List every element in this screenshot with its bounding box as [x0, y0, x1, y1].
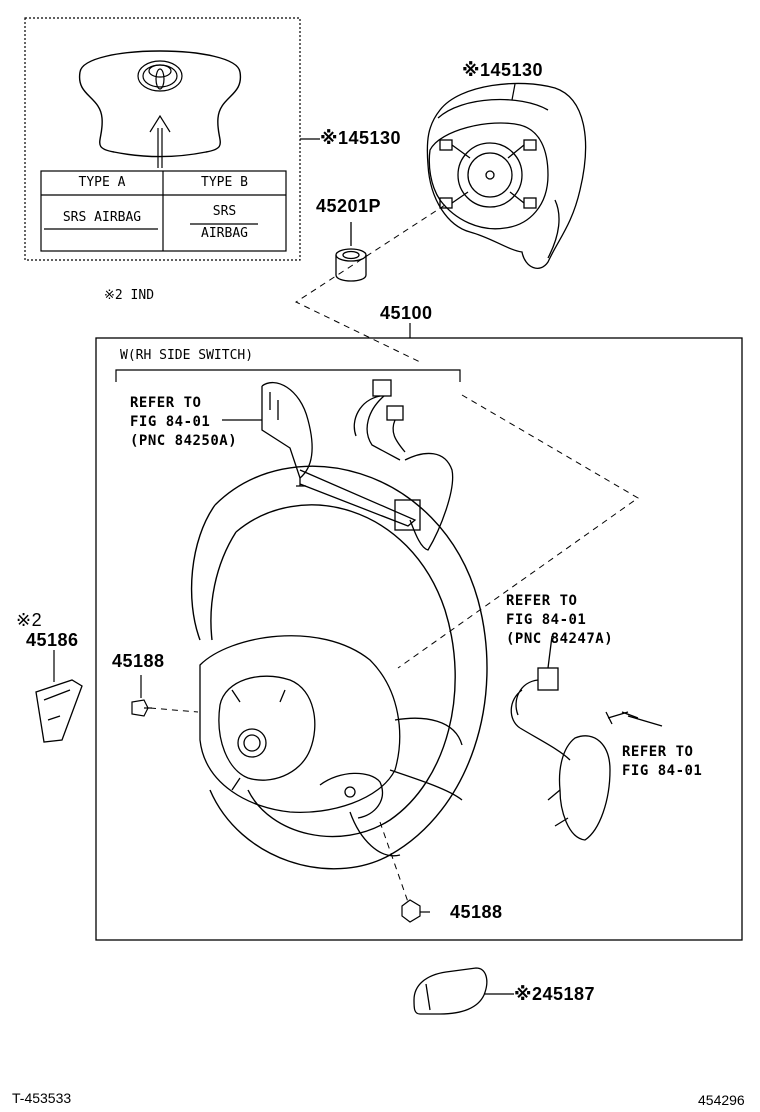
rh-side-switch-drawing — [261, 379, 454, 551]
refer-note-2-line1: REFER TO — [506, 593, 578, 609]
label-cover-left: 45186 — [26, 630, 79, 650]
screw-45188-bottom-drawing — [401, 899, 430, 923]
up-arrow-icon — [149, 114, 171, 168]
screw-45188-left-drawing — [131, 699, 152, 717]
label-wheel: 45100 — [380, 303, 433, 323]
label-cover-bottom: ※245187 — [514, 984, 596, 1004]
label-airbag-part: ※145130 — [462, 60, 544, 80]
cover-45186-drawing — [35, 679, 83, 743]
toyota-logo-icon — [137, 60, 183, 92]
rh-side-switch-bracket — [115, 369, 461, 382]
label-note-ind: ※2 IND — [104, 288, 155, 303]
label-screw-left: 45188 — [112, 651, 165, 671]
label-rh-side-switch: W(RH SIDE SWITCH) — [120, 348, 254, 363]
refer-note-1-line3: (PNC 84250A) — [130, 433, 238, 449]
refer-note-3-line1: REFER TO — [622, 744, 694, 760]
steering-wheel-assembly-box — [95, 337, 743, 941]
refer-note-3-line2: FIG 84-01 — [622, 763, 703, 779]
type-a-value: SRS AIRBAG — [62, 210, 142, 225]
type-b-value-line1: SRS — [212, 204, 237, 219]
steering-wheel-rim-drawing — [190, 465, 488, 870]
lh-side-switch-drawing — [510, 635, 663, 841]
label-airbag-inset: ※145130 — [320, 128, 402, 148]
airbag-pad-front-view — [78, 50, 242, 158]
refer-note-2-line2: FIG 84-01 — [506, 612, 587, 628]
airbag-type-table — [40, 170, 287, 252]
label-nut: 45201P — [316, 196, 382, 216]
type-b-header: TYPE B — [201, 175, 248, 190]
assembly-dashed-leaders — [149, 204, 639, 903]
refer-note-1-line1: REFER TO — [130, 395, 202, 411]
airbag-assembly-drawing — [426, 82, 587, 269]
label-screw-bottom: 45188 — [450, 902, 503, 922]
type-a-header: TYPE A — [78, 175, 126, 190]
label-cover-left-mark: ※2 — [16, 610, 43, 630]
type-b-value-line2: AIRBAG — [201, 226, 248, 241]
footer-right-code: 454296 — [698, 1092, 745, 1108]
steering-wheel-hub-drawing — [199, 635, 463, 857]
refer-note-1-line2: FIG 84-01 — [130, 414, 211, 430]
refer-note-2-line3: (PNC 84247A) — [506, 631, 614, 647]
cover-45187-drawing — [413, 967, 488, 1015]
nut-45201p-drawing — [335, 222, 367, 282]
footer-left-code: T-453533 — [12, 1090, 72, 1106]
